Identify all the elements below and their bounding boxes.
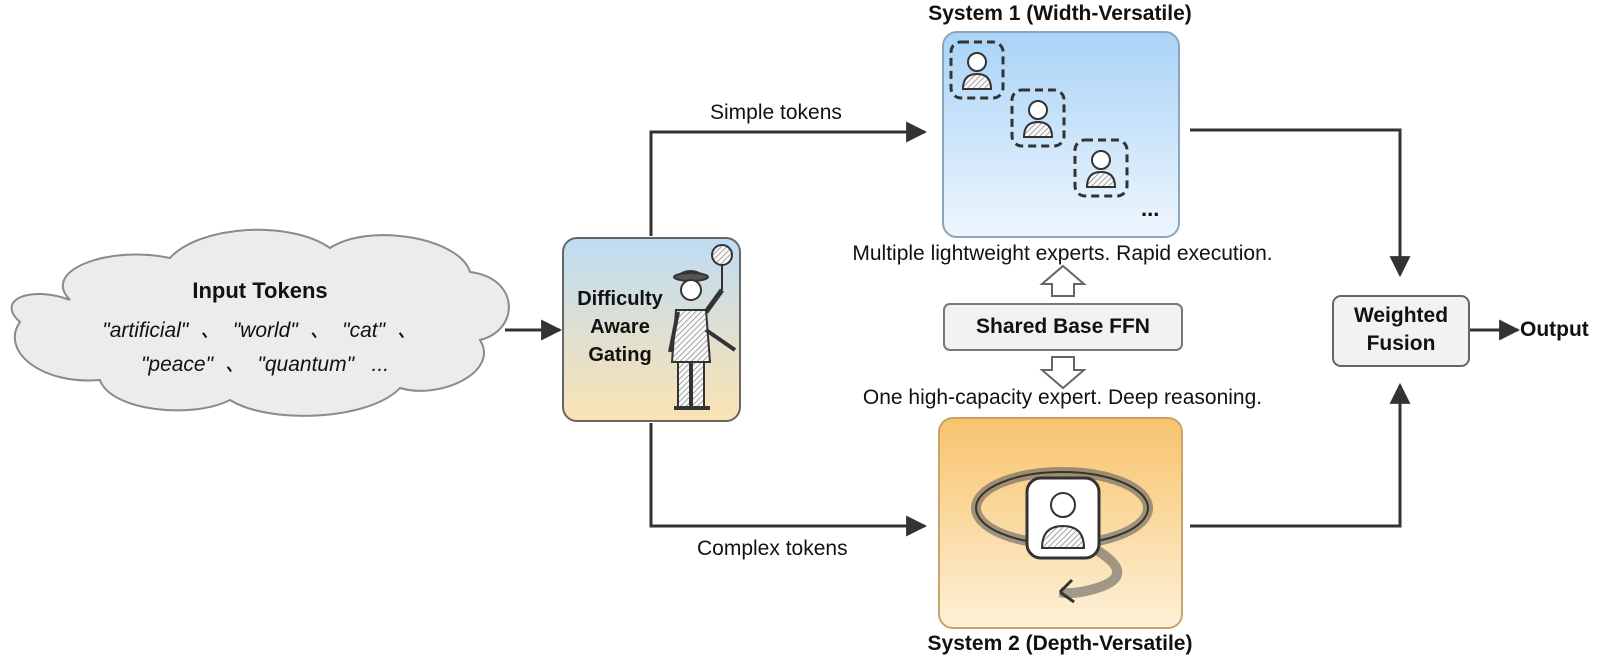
shared-ffn-box bbox=[943, 303, 1183, 351]
input-tokens-line2: "peace" 、 "quantum" ... bbox=[140, 353, 390, 376]
system1-title: System 1 (Width-Versatile) bbox=[928, 2, 1192, 25]
system1-caption: Multiple lightweight experts. Rapid exec… bbox=[852, 242, 1273, 265]
lightweight-expert-icons bbox=[949, 40, 1129, 198]
hollow-arrow-up-icon bbox=[1039, 264, 1087, 297]
expert-icon-2 bbox=[1010, 88, 1066, 148]
gating-label-line3: Gating bbox=[588, 344, 652, 366]
arrow-complex-route bbox=[649, 423, 928, 537]
arrow-system2-to-fusion bbox=[1190, 382, 1411, 528]
shared-ffn-label: Shared Base FFN bbox=[976, 315, 1150, 338]
weighted-fusion-box bbox=[1332, 295, 1470, 367]
system1-ellipsis: ... bbox=[1141, 196, 1160, 221]
output-label: Output bbox=[1520, 318, 1589, 341]
system2-caption: One high-capacity expert. Deep reasoning… bbox=[862, 386, 1263, 409]
system2-title: System 2 (Depth-Versatile) bbox=[927, 632, 1193, 655]
traffic-officer-icon bbox=[668, 244, 737, 410]
fusion-label-line2: Fusion bbox=[1366, 332, 1436, 355]
fusion-label-line1: Weighted bbox=[1353, 304, 1449, 327]
deep-reasoning-expert-icon bbox=[971, 467, 1153, 604]
simple-tokens-label: Simple tokens bbox=[710, 101, 842, 124]
input-tokens-line1: "artificial" 、 "world" 、 "cat" 、 bbox=[102, 319, 418, 342]
input-tokens-cloud bbox=[10, 228, 510, 417]
arrow-simple-route bbox=[649, 121, 928, 236]
hollow-arrow-down-icon bbox=[1039, 356, 1087, 390]
expert-icon-1 bbox=[949, 40, 1005, 100]
gating-label-line1: Difficulty bbox=[577, 288, 663, 310]
gating-label-line2: Aware bbox=[590, 316, 650, 338]
complex-tokens-label: Complex tokens bbox=[697, 537, 848, 560]
expert-icon-3 bbox=[1073, 138, 1129, 198]
input-tokens-title: Input Tokens bbox=[192, 278, 328, 303]
arrow-system1-to-fusion bbox=[1190, 128, 1411, 278]
